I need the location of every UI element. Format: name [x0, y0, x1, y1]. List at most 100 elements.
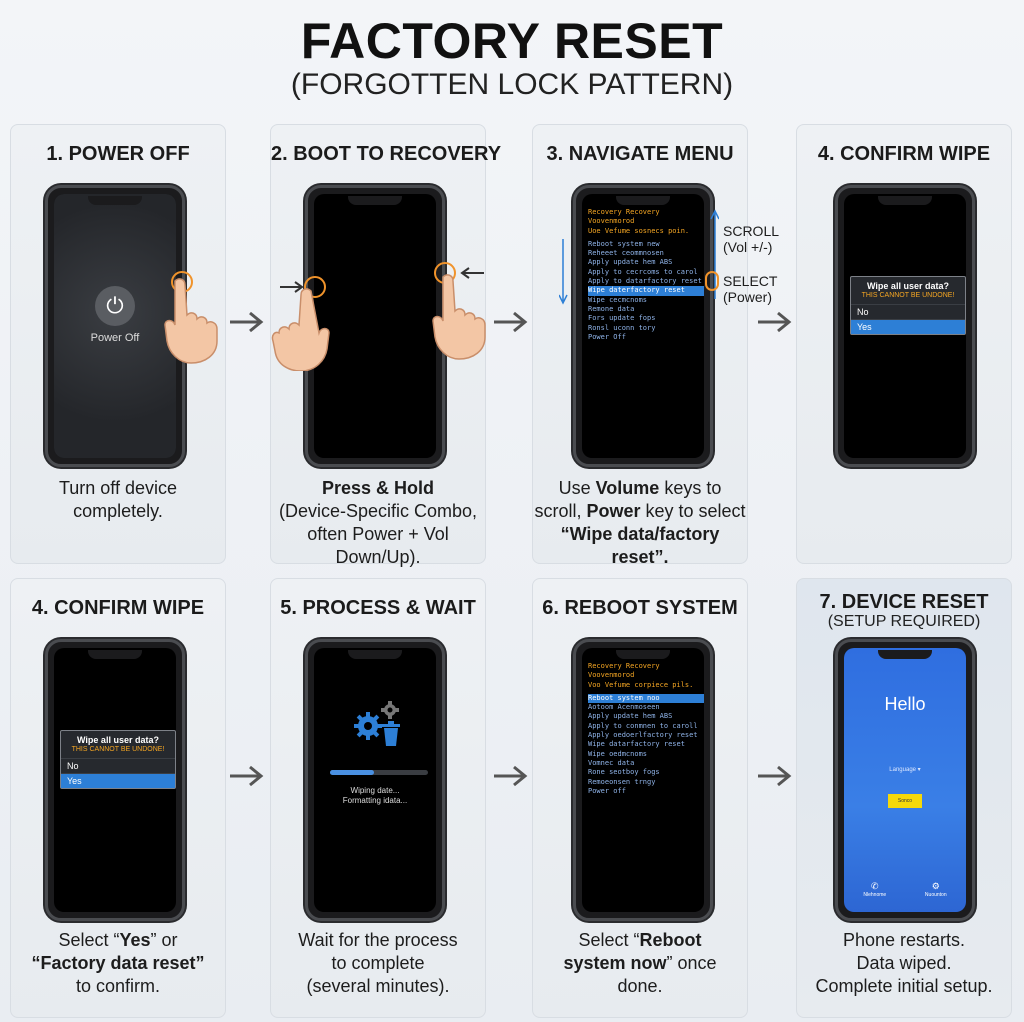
arrow-right-icon — [230, 765, 264, 787]
start-button[interactable]: Sonco — [888, 794, 922, 808]
menu-item[interactable]: Power Off — [588, 332, 626, 341]
option-no[interactable]: No — [61, 758, 175, 773]
dialog-question: Wipe all user data? — [867, 281, 949, 291]
volume-key-highlight — [304, 276, 326, 298]
phone: Hello Language ▾ Sonco ✆Nlehnome ⚙Nuount… — [835, 639, 975, 921]
option-yes[interactable]: Yes — [851, 319, 965, 334]
step-title: 2. BOOT TO RECOVERY — [271, 143, 502, 165]
menu-item[interactable]: Reboot system noo — [588, 693, 704, 704]
power-icon: ⏻ — [95, 286, 135, 326]
menu-header: Voovenmorod — [588, 217, 635, 226]
phone-screen: Wiping date... Formatting idata... — [314, 648, 436, 912]
menu-item[interactable]: Remone data — [588, 304, 635, 313]
arrow-right-icon — [758, 311, 792, 333]
language-selector[interactable]: Language ▾ — [889, 767, 921, 773]
menu-item[interactable]: Rone seotboy fogs — [588, 768, 660, 777]
step-title: 3. NAVIGATE MENU — [546, 143, 734, 165]
step-title: 5. PROCESS & WAIT — [280, 597, 476, 619]
dialog-warning: THIS CANNOT BE UNDONE! — [861, 292, 955, 299]
arrow-in-right-icon — [460, 267, 484, 279]
hello-greeting: Hello — [884, 694, 926, 714]
hand-right-icon — [432, 274, 486, 360]
step-caption: Select “Yes” or “Factory data reset” to … — [31, 930, 205, 996]
phone: Wipe all user data? THIS CANNOT BE UNDON… — [835, 185, 975, 467]
page-title: FACTORY RESET — [300, 13, 724, 69]
arrow-right-icon — [230, 311, 264, 333]
arrow-in-left-icon — [280, 281, 304, 293]
scroll-label: SCROLL (Vol +/-) — [723, 223, 780, 255]
progress-bar — [330, 770, 428, 775]
phone: Wipe all user data? THIS CANNOT BE UNDON… — [45, 639, 185, 921]
step-caption: Wait for the process to complete (severa… — [298, 930, 458, 996]
menu-item[interactable]: Wipe daterfactory reset — [588, 286, 704, 296]
wipe-confirm-dialog: Wipe all user data? THIS CANNOT BE UNDON… — [60, 730, 176, 789]
step-caption: Press & Hold (Device-Specific Combo, oft… — [278, 478, 478, 567]
phone-screen: Wipe all user data? THIS CANNOT BE UNDON… — [54, 648, 176, 912]
menu-item[interactable]: Reboot system new — [588, 239, 660, 248]
menu-item[interactable]: Apply to cecrcoms to carol — [588, 267, 698, 276]
progress-text: Wiping date... Formatting idata... — [342, 786, 408, 805]
menu-item[interactable]: Aotoom Acenmoseen — [588, 703, 660, 712]
menu-item[interactable]: Apply to datarfactory reset — [588, 277, 702, 286]
step-caption: Turn off device completely. — [58, 478, 178, 521]
step-subtitle: (SETUP REQUIRED) — [827, 613, 981, 630]
wipe-confirm-dialog: Wipe all user data? THIS CANNOT BE UNDON… — [850, 276, 966, 335]
menu-item[interactable]: Apply update hem ABS — [588, 258, 673, 267]
menu-item[interactable]: Ronsl uconn tory — [588, 323, 656, 332]
step-card-process-wait: 5. PROCESS & WAIT Wiping date... — [270, 578, 486, 1018]
step-card-boot-recovery: 2. BOOT TO RECOVERY Press & Hold (Device… — [270, 124, 502, 567]
option-no[interactable]: No — [851, 304, 965, 319]
phone-screen: Hello Language ▾ Sonco ✆Nlehnome ⚙Nuount… — [844, 648, 966, 912]
arrow-right-icon — [494, 765, 528, 787]
menu-item[interactable]: Apply to conmnen to caroll — [588, 721, 698, 730]
phone-screen: Wipe all user data? THIS CANNOT BE UNDON… — [844, 194, 966, 458]
footer-right[interactable]: ⚙Nuounton — [924, 881, 947, 898]
menu-item[interactable]: Wipe datarfactory reset — [588, 740, 685, 749]
menu-item[interactable]: Remoeonsen trngy — [588, 777, 656, 786]
menu-item[interactable]: Apply update hem ABS — [588, 712, 673, 721]
menu-item[interactable]: Wipe cecmcnoms — [588, 295, 648, 304]
step-card-confirm-wipe-2: 4. CONFIRM WIPE Wipe all user data? THIS… — [10, 578, 226, 1018]
menu-instructions: Uoe Vefume sosnecs poin. — [588, 226, 690, 235]
menu-item[interactable]: Apply oedoerlfactory reset — [588, 731, 698, 740]
step-caption: Use Volume keys to scroll, Power key to … — [534, 478, 746, 567]
footer-left[interactable]: ✆Nlehnome — [863, 881, 887, 898]
step-caption: Select “Reboot system now” once done. — [563, 930, 717, 996]
step-title: 4. CONFIRM WIPE — [817, 143, 991, 165]
phone-screen — [314, 194, 436, 458]
step-title: 6. REBOOT SYSTEM — [542, 597, 738, 619]
step-card-confirm-wipe: 4. CONFIRM WIPE Wipe all user data? THIS… — [796, 124, 1012, 564]
menu-item[interactable]: Power off — [588, 786, 626, 795]
menu-item[interactable]: Wipe oedmcnoms — [588, 749, 648, 758]
dialog-warning: THIS CANNOT BE UNDONE! — [71, 746, 165, 753]
progress-fill — [330, 770, 375, 775]
power-key-highlight — [705, 271, 719, 291]
dialog-question: Wipe all user data? — [77, 735, 159, 745]
settings-icon: ⚙ — [931, 881, 940, 891]
menu-item[interactable]: Reheeet ceommnosen — [588, 249, 664, 258]
menu-item[interactable]: Fors update fops — [588, 314, 656, 323]
option-yes[interactable]: Yes — [61, 773, 175, 788]
page-subtitle: (FORGOTTEN LOCK PATTERN) — [290, 68, 734, 101]
phone: ⏻ Power Off — [45, 185, 185, 467]
step-title: 1. POWER OFF — [46, 143, 190, 165]
arrow-right-icon — [494, 311, 528, 333]
phone-screen: ⏻ Power Off — [54, 194, 176, 458]
power-off-label: Power Off — [90, 332, 140, 344]
step-card-device-reset: 7. DEVICE RESET (SETUP REQUIRED) Hello L… — [796, 578, 1012, 1018]
phone: Wiping date... Formatting idata... — [305, 639, 445, 921]
menu-header: Voovenmorod — [588, 671, 635, 680]
menu-item[interactable]: Vomnec data — [588, 758, 635, 767]
gear-trash-icon — [354, 701, 400, 746]
step-card-power-off: 1. POWER OFF ⏻ Power Off Turn off device… — [10, 124, 226, 564]
step-title: 4. CONFIRM WIPE — [31, 597, 205, 619]
hand-left-icon — [271, 288, 330, 371]
